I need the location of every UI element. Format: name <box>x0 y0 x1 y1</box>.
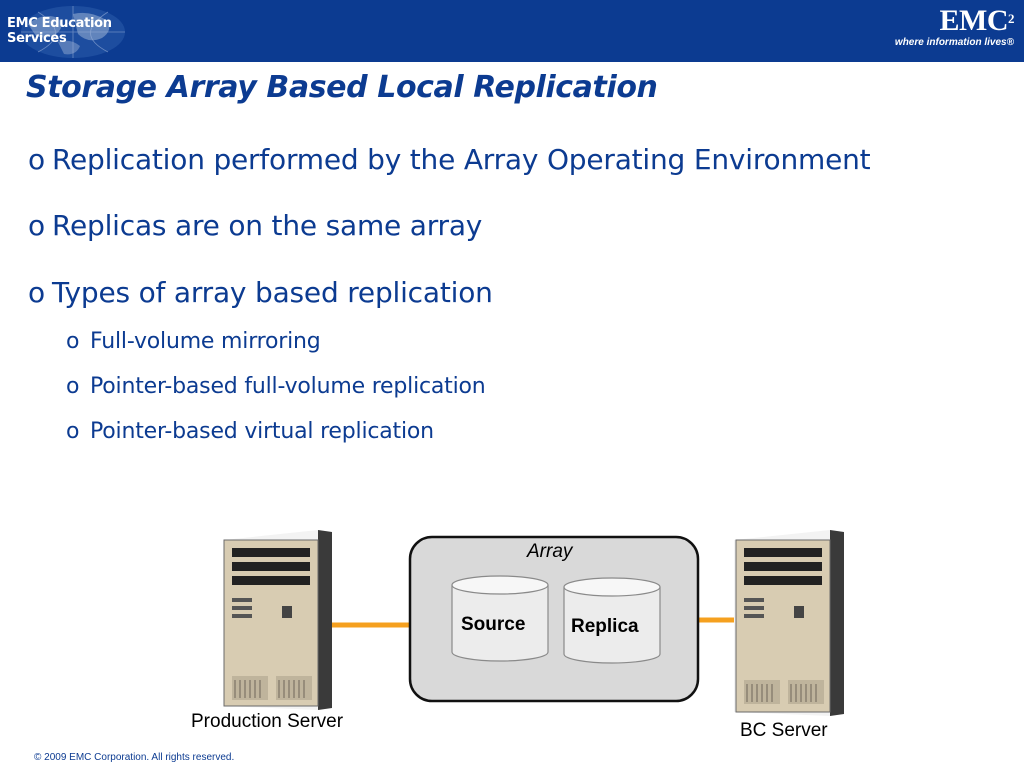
education-services-logo-text: EMC Education Services <box>7 16 112 46</box>
sub-bullet-text: Pointer-based full-volume replication <box>90 374 486 399</box>
bullet-marker: o <box>28 209 45 242</box>
emc-superscript: 2 <box>1008 11 1015 26</box>
sub-bullet-text: Pointer-based virtual replication <box>90 419 434 444</box>
bc-server-icon <box>734 530 844 716</box>
bullet-text: Types of array based replication <box>52 276 493 309</box>
bc-server-label: BC Server <box>740 720 828 741</box>
production-server-icon <box>223 530 332 710</box>
bullet-marker: o <box>66 419 80 444</box>
sub-bullet-item: o Pointer-based full-volume replication <box>66 374 486 399</box>
bullet-text: Replication performed by the Array Opera… <box>52 143 871 176</box>
bullet-text: Replicas are on the same array <box>52 209 483 242</box>
globe-icon <box>21 6 125 58</box>
source-disk <box>451 575 549 662</box>
bullet-marker: o <box>28 143 45 176</box>
emc-education-services-logo: EMC Education Services <box>0 0 160 62</box>
bullet-marker: o <box>28 276 45 309</box>
header-bar: EMC Education Services EMC2 where inform… <box>0 0 1024 62</box>
bullet-marker: o <box>66 329 80 354</box>
sub-bullet-item: o Full-volume mirroring <box>66 329 321 354</box>
sub-bullet-item: o Pointer-based virtual replication <box>66 419 434 444</box>
production-server-label: Production Server <box>191 711 344 732</box>
bullet-marker: o <box>66 374 80 399</box>
source-label: Source <box>461 614 526 635</box>
replica-label: Replica <box>571 616 639 637</box>
emc-wordmark: EMC <box>939 4 1009 37</box>
replica-disk <box>563 577 661 664</box>
registered-mark: ® <box>1006 37 1014 48</box>
emc-tagline: where information lives <box>894 37 1007 48</box>
array-label: Array <box>527 541 573 562</box>
slide-title: Storage Array Based Local Replication <box>26 70 658 105</box>
emc-logo: EMC2 where information lives® <box>894 4 1015 56</box>
sub-bullet-text: Full-volume mirroring <box>90 329 321 354</box>
copyright-footer: © 2009 EMC Corporation. All rights reser… <box>34 752 235 763</box>
